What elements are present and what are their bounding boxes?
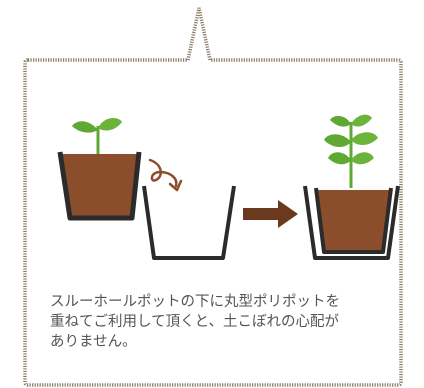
combined-pot-with-plant <box>303 114 400 260</box>
description-text: スルーホールポットの下に丸型ポリポットを 重ねてご利用して頂くと、土こぼれの心配… <box>50 292 380 352</box>
description-line-3: ありません。 <box>50 334 137 350</box>
right-arrow-icon <box>243 200 298 228</box>
empty-pot <box>142 185 236 260</box>
description-line-2: 重ねてご利用して頂くと、土こぼれの心配が <box>50 314 339 330</box>
curved-arrow-icon <box>148 158 183 192</box>
small-pot-with-seedling <box>57 118 142 221</box>
seedling-icon <box>72 118 122 156</box>
speech-bubble-frame <box>23 7 403 387</box>
description-line-1: スルーホールポットの下に丸型ポリポットを <box>50 294 340 310</box>
plant-icon <box>324 114 378 188</box>
